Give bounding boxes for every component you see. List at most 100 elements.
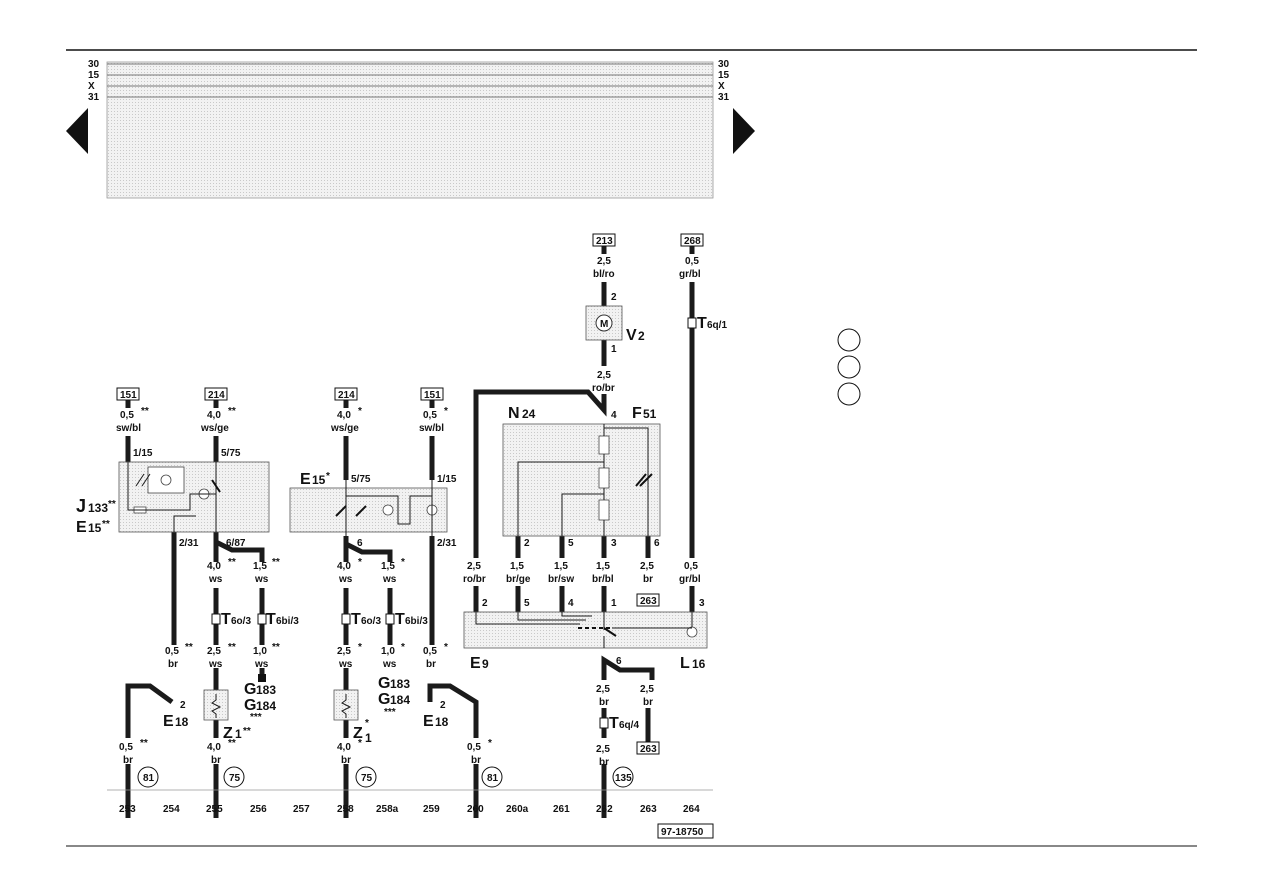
svg-text:24: 24 [522,407,536,421]
svg-text:br: br [643,697,653,708]
svg-text:258a: 258a [376,804,399,815]
svg-text:***: *** [384,707,396,718]
svg-text:*: * [326,471,330,482]
svg-text:**: ** [185,642,193,653]
resistor-2 [598,467,610,489]
svg-text:260a: 260a [506,804,529,815]
svg-text:br: br [168,659,178,670]
svg-text:ws: ws [254,574,269,585]
rail-label-x-right: X [718,81,725,92]
svg-text:2,5: 2,5 [596,744,610,755]
svg-text:J: J [76,496,86,516]
previous-page-arrow-icon[interactable] [66,108,88,154]
svg-text:ws: ws [208,574,223,585]
svg-text:E: E [470,655,481,672]
w253-top-size: 0,5 [120,410,134,421]
svg-text:2: 2 [524,538,530,549]
svg-text:br: br [599,697,609,708]
svg-text:6: 6 [616,656,622,667]
svg-text:ws: ws [338,574,353,585]
svg-text:6/87: 6/87 [226,538,246,549]
column-numbers: 253 254 255 256 257 258 258a 259 260 260… [119,804,700,815]
rail-label-30-right: 30 [718,59,730,70]
reference-labels: 151 214 214 151 213 268 263 263 97-18750 [120,236,704,838]
relay-coil [147,466,185,494]
svg-text:2,5: 2,5 [597,370,611,381]
svg-text:2: 2 [180,700,186,711]
svg-text:ro/br: ro/br [592,383,615,394]
svg-text:261: 261 [553,804,570,815]
svg-text:G: G [378,691,390,708]
reference-boxes [116,233,714,839]
svg-text:sw/bl: sw/bl [419,423,444,434]
svg-text:**: ** [243,726,251,737]
svg-text:*: * [488,738,492,749]
wire-260-n24 [473,389,607,558]
svg-text:1,5: 1,5 [253,561,267,572]
svg-text:4,0: 4,0 [337,410,351,421]
svg-text:253: 253 [119,804,136,815]
svg-text:3: 3 [611,538,617,549]
svg-text:183: 183 [256,683,276,697]
svg-text:5: 5 [568,538,574,549]
svg-text:6o/3: 6o/3 [361,616,381,627]
svg-text:2,5: 2,5 [597,256,611,267]
z1-heater-b [333,689,359,721]
rail-label-31-right: 31 [718,92,730,103]
j133-unit [118,461,270,533]
svg-text:2/31: 2/31 [179,538,199,549]
wire-258a-switch [343,536,393,562]
svg-text:5/75: 5/75 [221,448,241,459]
svg-text:*: * [365,718,369,729]
svg-text:1,0: 1,0 [253,646,267,657]
wire-e18b [427,683,479,738]
svg-text:**: ** [108,499,116,510]
svg-text:2/31: 2/31 [437,538,457,549]
e15-switch-unit [289,480,448,536]
svg-text:5: 5 [524,598,530,609]
svg-text:br: br [341,755,351,766]
svg-text:*: * [358,642,362,653]
svg-text:***: *** [250,712,262,723]
svg-text:*: * [444,642,448,653]
svg-text:bl/ro: bl/ro [593,269,615,280]
connector-icons [211,317,697,729]
svg-text:2,5: 2,5 [337,646,351,657]
svg-text:**: ** [228,642,236,653]
relay-icon [160,474,172,486]
svg-text:br/bl: br/bl [592,574,614,585]
svg-text:N: N [508,405,520,422]
svg-text:3: 3 [699,598,705,609]
ref-214a: 214 [208,390,225,401]
legend-circles [837,328,861,406]
svg-text:1: 1 [611,598,617,609]
next-page-arrow-icon[interactable] [733,108,755,154]
svg-text:75: 75 [361,773,373,784]
e9-switch-unit [463,611,708,649]
ref-268: 268 [684,236,701,247]
svg-text:0,5: 0,5 [119,742,133,753]
svg-text:258: 258 [337,804,354,815]
svg-text:ws/ge: ws/ge [200,423,229,434]
document-number: 97-18750 [661,827,704,838]
wire-e18a [125,683,174,738]
svg-text:263: 263 [640,804,657,815]
svg-text:sw/bl: sw/bl [116,423,141,434]
svg-text:ro/br: ro/br [463,574,486,585]
svg-text:br: br [123,755,133,766]
svg-text:2,5: 2,5 [467,561,481,572]
svg-text:1: 1 [365,731,372,745]
svg-text:T: T [697,315,707,332]
svg-text:6bi/3: 6bi/3 [405,616,428,627]
svg-text:6bi/3: 6bi/3 [276,616,299,627]
svg-text:15: 15 [312,473,326,487]
svg-text:4,0: 4,0 [207,410,221,421]
svg-text:81: 81 [487,773,499,784]
svg-text:2,5: 2,5 [640,684,654,695]
svg-text:ws: ws [208,659,223,670]
svg-text:5/75: 5/75 [351,474,371,485]
svg-text:Z: Z [353,725,363,742]
svg-text:M: M [600,319,608,330]
svg-text:ws/ge: ws/ge [330,423,359,434]
